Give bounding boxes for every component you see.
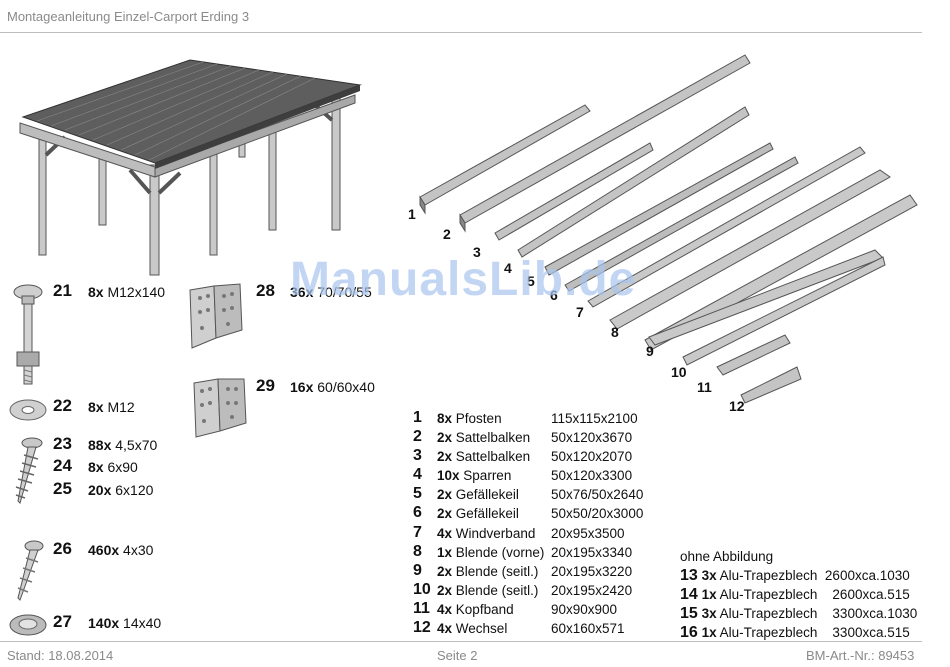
document-title: Montageanleitung Einzel-Carport Erding 3 [7, 9, 250, 24]
hardware-number: 27 [53, 612, 72, 631]
hardware-label: 8x 6x90 [88, 459, 138, 475]
extras-row: 16 1x Alu-Trapezblech 3300xca.515 [680, 624, 910, 641]
angle-bracket-large-icon [189, 283, 243, 349]
hardware-label: 16x 60/60x40 [290, 379, 375, 395]
hardware-number: 26 [53, 539, 72, 558]
hardware-label: 20x 6x120 [88, 482, 154, 498]
carriage-bolt-icon [13, 284, 43, 385]
beam-label-12: 12 [729, 398, 745, 414]
beam-label-1: 1 [408, 206, 416, 222]
hardware-number: 22 [53, 396, 72, 415]
extras-row: 15 3x Alu-Trapezblech 3300xca.1030 [680, 605, 918, 622]
beam-label-8: 8 [611, 324, 619, 340]
seal-washer-icon [9, 614, 47, 636]
beam-label-3: 3 [473, 244, 481, 260]
footer-divider [0, 641, 922, 642]
beam-label-11: 11 [697, 379, 712, 395]
hardware-number: 24 [53, 456, 72, 475]
beam-label-6: 6 [550, 287, 558, 303]
footer-article-number: BM-Art.-Nr.: 89453 [806, 648, 915, 663]
beam-label-10: 10 [671, 364, 687, 380]
extras-row: 14 1x Alu-Trapezblech 2600xca.515 [680, 586, 910, 603]
angle-bracket-small-icon [193, 378, 247, 438]
beam-label-9: 9 [646, 343, 654, 359]
hardware-label: 8x M12 [88, 399, 135, 415]
hardware-label: 88x 4,5x70 [88, 437, 158, 453]
hardware-label: 36x 70/70/55 [290, 284, 372, 300]
short-screw-icon [17, 540, 44, 601]
hardware-number: 21 [53, 281, 72, 300]
wood-screw-icon [15, 437, 43, 504]
carport-illustration [19, 59, 362, 276]
hardware-label: 460x 4x30 [88, 542, 154, 558]
footer-date: Stand: 18.08.2014 [7, 648, 114, 663]
beam-label-4: 4 [504, 260, 512, 276]
watermark: ManualsLib.de [290, 253, 637, 306]
hardware-number: 25 [53, 479, 72, 498]
extras-row: 13 3x Alu-Trapezblech 2600xca.1030 [680, 567, 910, 584]
header-divider [0, 32, 922, 33]
hardware-label: 8x M12x140 [88, 284, 166, 300]
hardware-number: 28 [256, 281, 275, 300]
extras-heading: ohne Abbildung [680, 549, 774, 564]
beam-label-2: 2 [443, 226, 451, 242]
washer-icon [9, 399, 47, 421]
beams-illustration: 1 2 3 4 5 6 7 8 9 10 11 12 [408, 54, 918, 414]
hardware-label: 140x 14x40 [88, 615, 162, 631]
hardware-number: 29 [256, 376, 275, 395]
beam-label-7: 7 [576, 304, 584, 320]
beam-label-5: 5 [527, 273, 535, 289]
hardware-number: 23 [53, 434, 72, 453]
footer-page: Seite 2 [437, 648, 478, 663]
